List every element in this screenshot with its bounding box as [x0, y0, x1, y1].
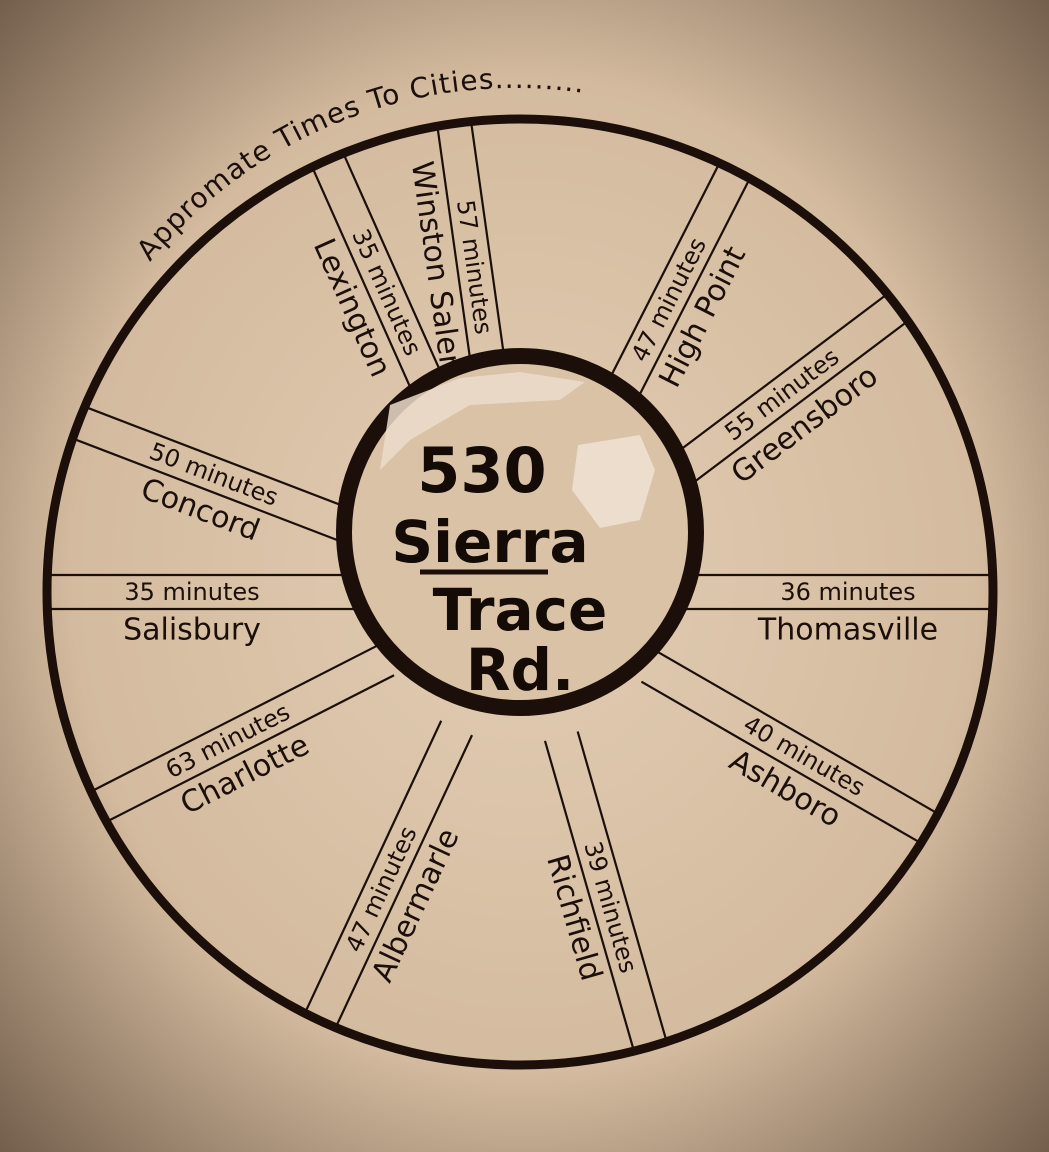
outer-ring — [42, 114, 998, 1070]
spoke-time-salisbury: 35 minutes — [124, 578, 259, 606]
spoke-line-albermarle-a — [335, 734, 474, 1026]
spoke-line-richfield-a — [576, 731, 667, 1040]
spoke-city-thomasville: Thomasville — [757, 613, 938, 648]
tape-patch — [380, 372, 585, 470]
address-line-4: Rd. — [466, 636, 574, 704]
address-line-3: Trace — [433, 576, 608, 644]
spoke-line-concord-b — [86, 406, 387, 524]
spoke-time-thomasville: 36 minutes — [780, 578, 915, 606]
spoke-line-ashboro-b — [640, 680, 920, 843]
spoke-line-ashboro-a — [657, 651, 937, 814]
spoke-line-albermarle-b — [304, 720, 443, 1012]
spoke-line-concord-a — [74, 438, 375, 556]
spoke-line-charlotte-b — [93, 643, 380, 792]
spoke-line-richfield-b — [543, 740, 635, 1049]
address-line-1: 530 — [417, 434, 546, 507]
spoke-line-charlotte-a — [108, 674, 395, 822]
spoke-city-salisbury: Salisbury — [123, 613, 261, 648]
address-line-2: Sierra — [391, 508, 588, 576]
tape-patch-right — [572, 435, 655, 528]
